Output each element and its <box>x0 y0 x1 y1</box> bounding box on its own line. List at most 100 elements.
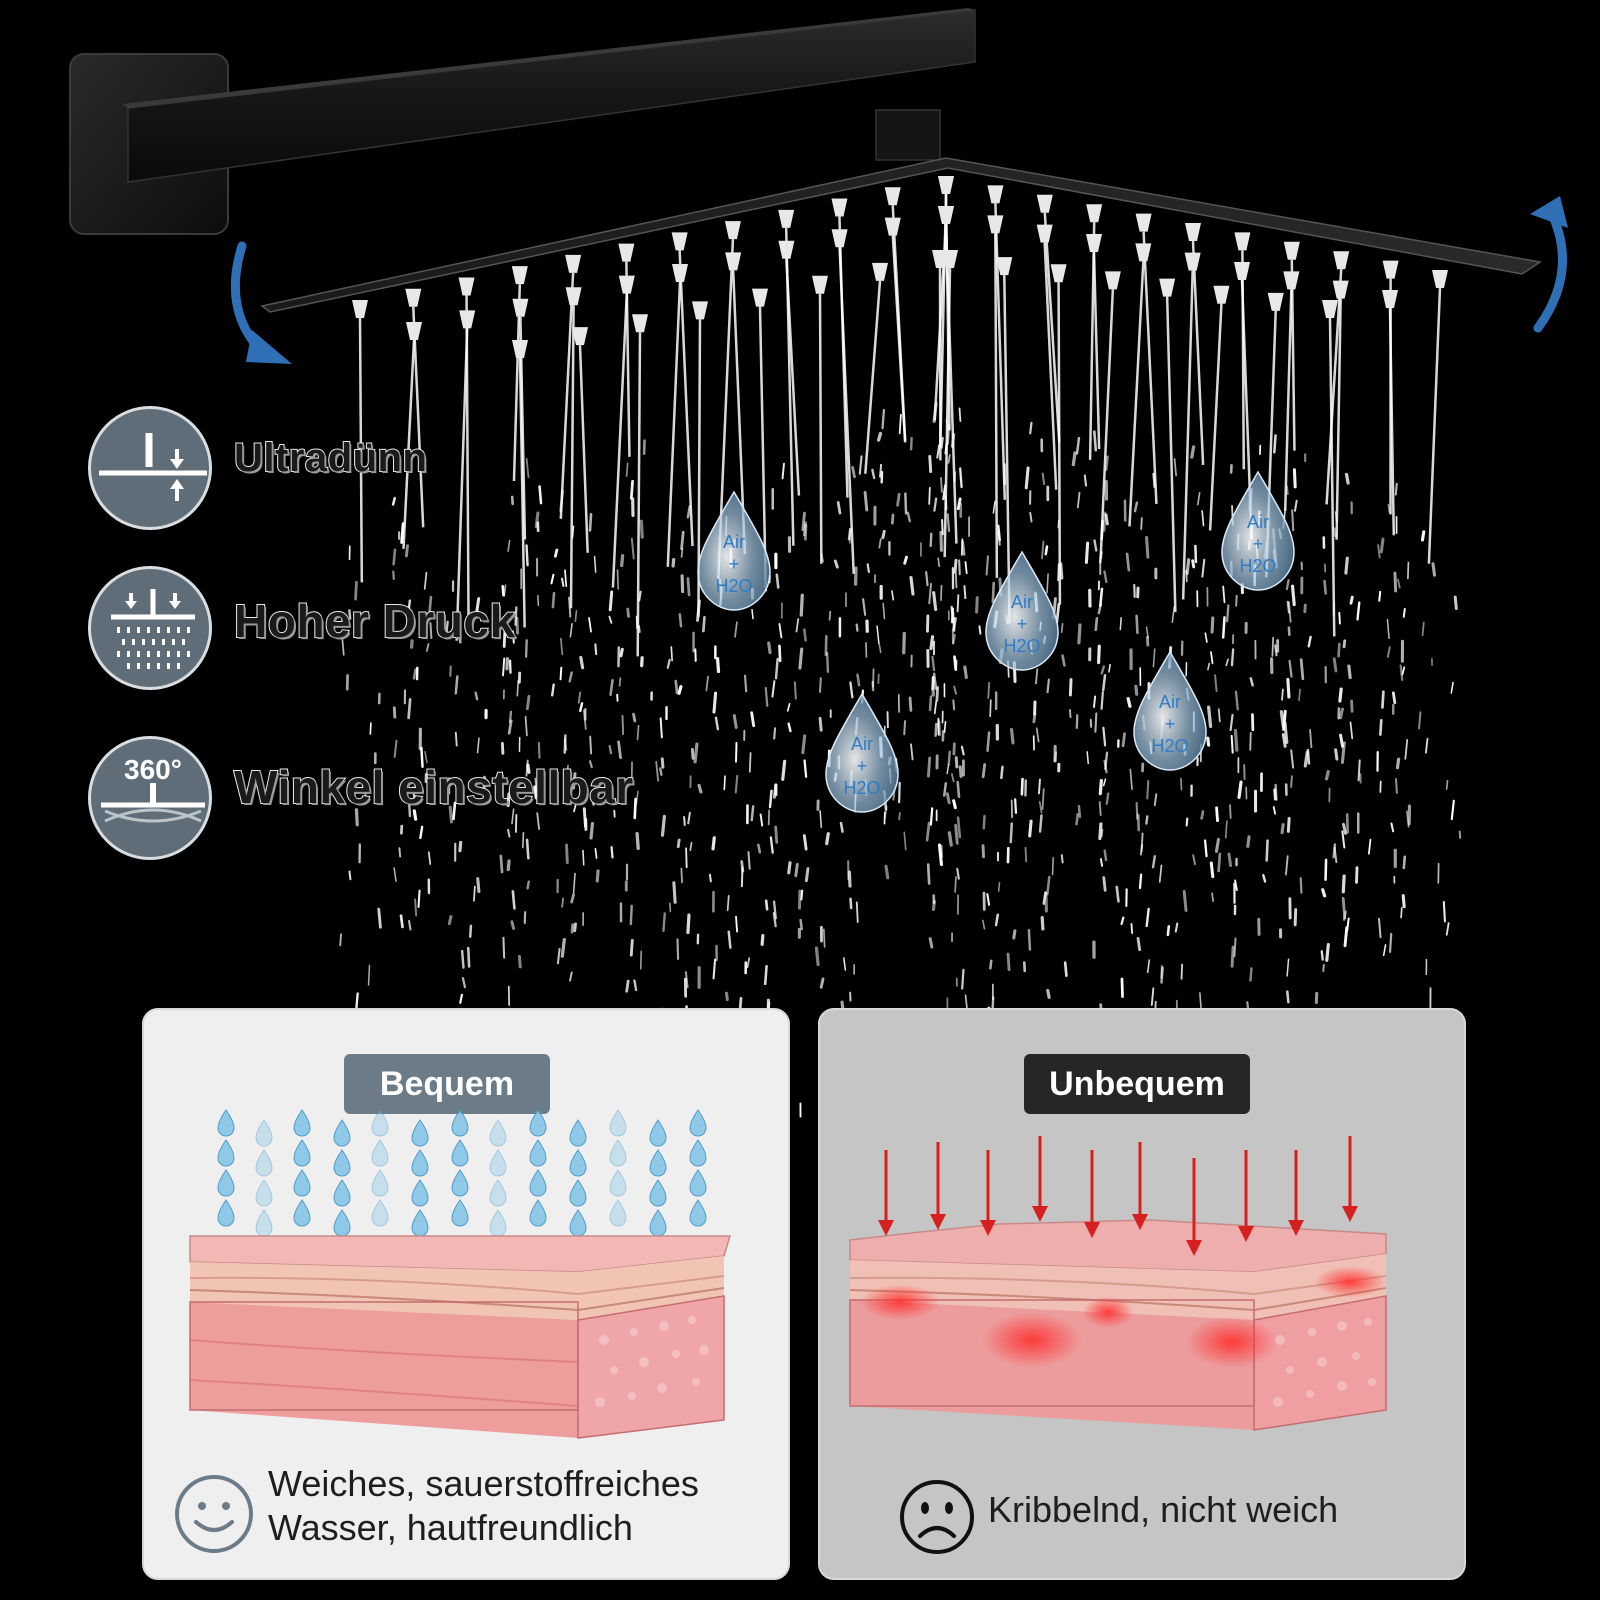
water-droplet <box>1286 990 1290 1004</box>
nozzle <box>1185 223 1201 241</box>
water-droplet <box>608 745 613 755</box>
water-stream <box>569 305 575 609</box>
water-droplet <box>348 609 352 620</box>
comparison-panel-uncomfortable: Unbequem K <box>818 1008 1466 1580</box>
water-droplet <box>1035 668 1039 685</box>
water-stream <box>818 293 823 564</box>
water-droplet <box>625 979 630 993</box>
water-droplet <box>629 939 634 957</box>
water-droplet <box>959 467 963 489</box>
water-droplet <box>1191 559 1196 569</box>
water-droplet <box>760 934 765 946</box>
water-droplet <box>680 574 685 594</box>
water-droplet <box>906 511 912 523</box>
water-droplet <box>1120 977 1124 998</box>
water-droplet <box>1303 751 1309 768</box>
pressure-arrow-head-icon <box>1288 1220 1304 1236</box>
water-droplet <box>774 825 779 844</box>
water-stream <box>666 281 682 567</box>
water-droplet <box>1394 482 1398 496</box>
water-droplet <box>1093 539 1098 552</box>
water-droplet <box>690 747 695 760</box>
water-droplet <box>858 455 863 475</box>
water-droplet <box>1032 712 1037 724</box>
water-droplet <box>367 964 371 986</box>
water-droplet <box>429 622 433 640</box>
water-droplet <box>978 625 982 635</box>
water-droplet <box>1040 915 1045 931</box>
nozzle <box>511 266 528 285</box>
water-droplet <box>882 602 886 620</box>
water-droplet <box>909 575 915 596</box>
water-droplet <box>412 786 416 800</box>
water-droplet <box>1145 815 1149 825</box>
soft-water-drop-icon <box>293 1139 311 1167</box>
water-droplet <box>994 913 1000 927</box>
water-droplet <box>1325 943 1330 962</box>
water-droplet <box>659 767 663 776</box>
water-droplet <box>956 867 960 880</box>
water-droplet <box>508 710 513 724</box>
water-droplet <box>1075 436 1081 455</box>
water-droplet <box>825 832 830 846</box>
water-droplet <box>862 598 867 616</box>
water-droplet <box>563 734 567 754</box>
water-droplet <box>1102 778 1107 787</box>
drop-text-h2o: H2O <box>843 778 880 798</box>
water-droplet <box>712 691 718 714</box>
water-droplet <box>1344 556 1349 575</box>
water-droplet <box>964 994 968 1010</box>
water-droplet <box>884 864 890 880</box>
water-droplet <box>618 677 622 687</box>
water-stream <box>943 267 952 558</box>
water-droplet <box>1086 751 1090 765</box>
soft-water-drop-icon <box>569 1209 587 1237</box>
water-droplet <box>502 936 506 959</box>
water-droplet <box>1104 513 1109 526</box>
water-droplet <box>934 722 938 737</box>
water-droplet <box>898 413 902 435</box>
water-droplet <box>1153 793 1158 807</box>
water-droplet <box>1100 691 1104 710</box>
water-droplet <box>1418 711 1422 730</box>
soft-water-drop-icon <box>689 1199 707 1227</box>
water-droplet <box>1145 535 1150 559</box>
water-droplet <box>553 548 559 558</box>
water-droplet <box>1339 733 1345 748</box>
feature-label-angle: Winkel einstellbar <box>233 760 634 814</box>
water-droplet <box>1233 728 1239 752</box>
water-droplet <box>946 763 950 775</box>
water-droplet <box>1051 856 1054 876</box>
nozzle <box>512 298 529 317</box>
water-droplet <box>847 870 852 888</box>
water-stream <box>944 223 958 544</box>
soft-water-drop-icon <box>609 1169 627 1197</box>
water-droplet <box>570 893 575 904</box>
water-droplet <box>561 897 564 908</box>
feature-label-ultrathin: Ultradünn <box>233 435 428 481</box>
water-droplet <box>1217 708 1221 723</box>
water-droplet <box>412 668 417 680</box>
water-droplet <box>1190 445 1196 459</box>
water-droplet <box>1102 876 1107 892</box>
pressure-arrow-head-icon <box>980 1220 996 1236</box>
water-droplet <box>1388 932 1393 954</box>
water-droplet <box>1038 814 1043 833</box>
water-droplet <box>947 454 951 464</box>
water-droplet <box>565 764 569 787</box>
water-droplet <box>1024 466 1030 490</box>
water-droplet <box>1450 799 1455 821</box>
water-stream <box>864 280 882 474</box>
water-droplet <box>1280 823 1285 835</box>
pressure-arrow-head-icon <box>1238 1226 1254 1242</box>
soft-water-drop-icon <box>371 1169 389 1197</box>
pressure-arrow-head-icon <box>1032 1206 1048 1222</box>
water-stream <box>578 345 589 553</box>
water-droplet <box>693 742 699 764</box>
water-droplet <box>502 657 506 677</box>
water-droplet <box>1237 780 1243 799</box>
water-droplet <box>1332 527 1338 538</box>
nozzle <box>672 264 688 282</box>
water-droplet <box>538 485 543 505</box>
water-droplet <box>1185 817 1189 827</box>
